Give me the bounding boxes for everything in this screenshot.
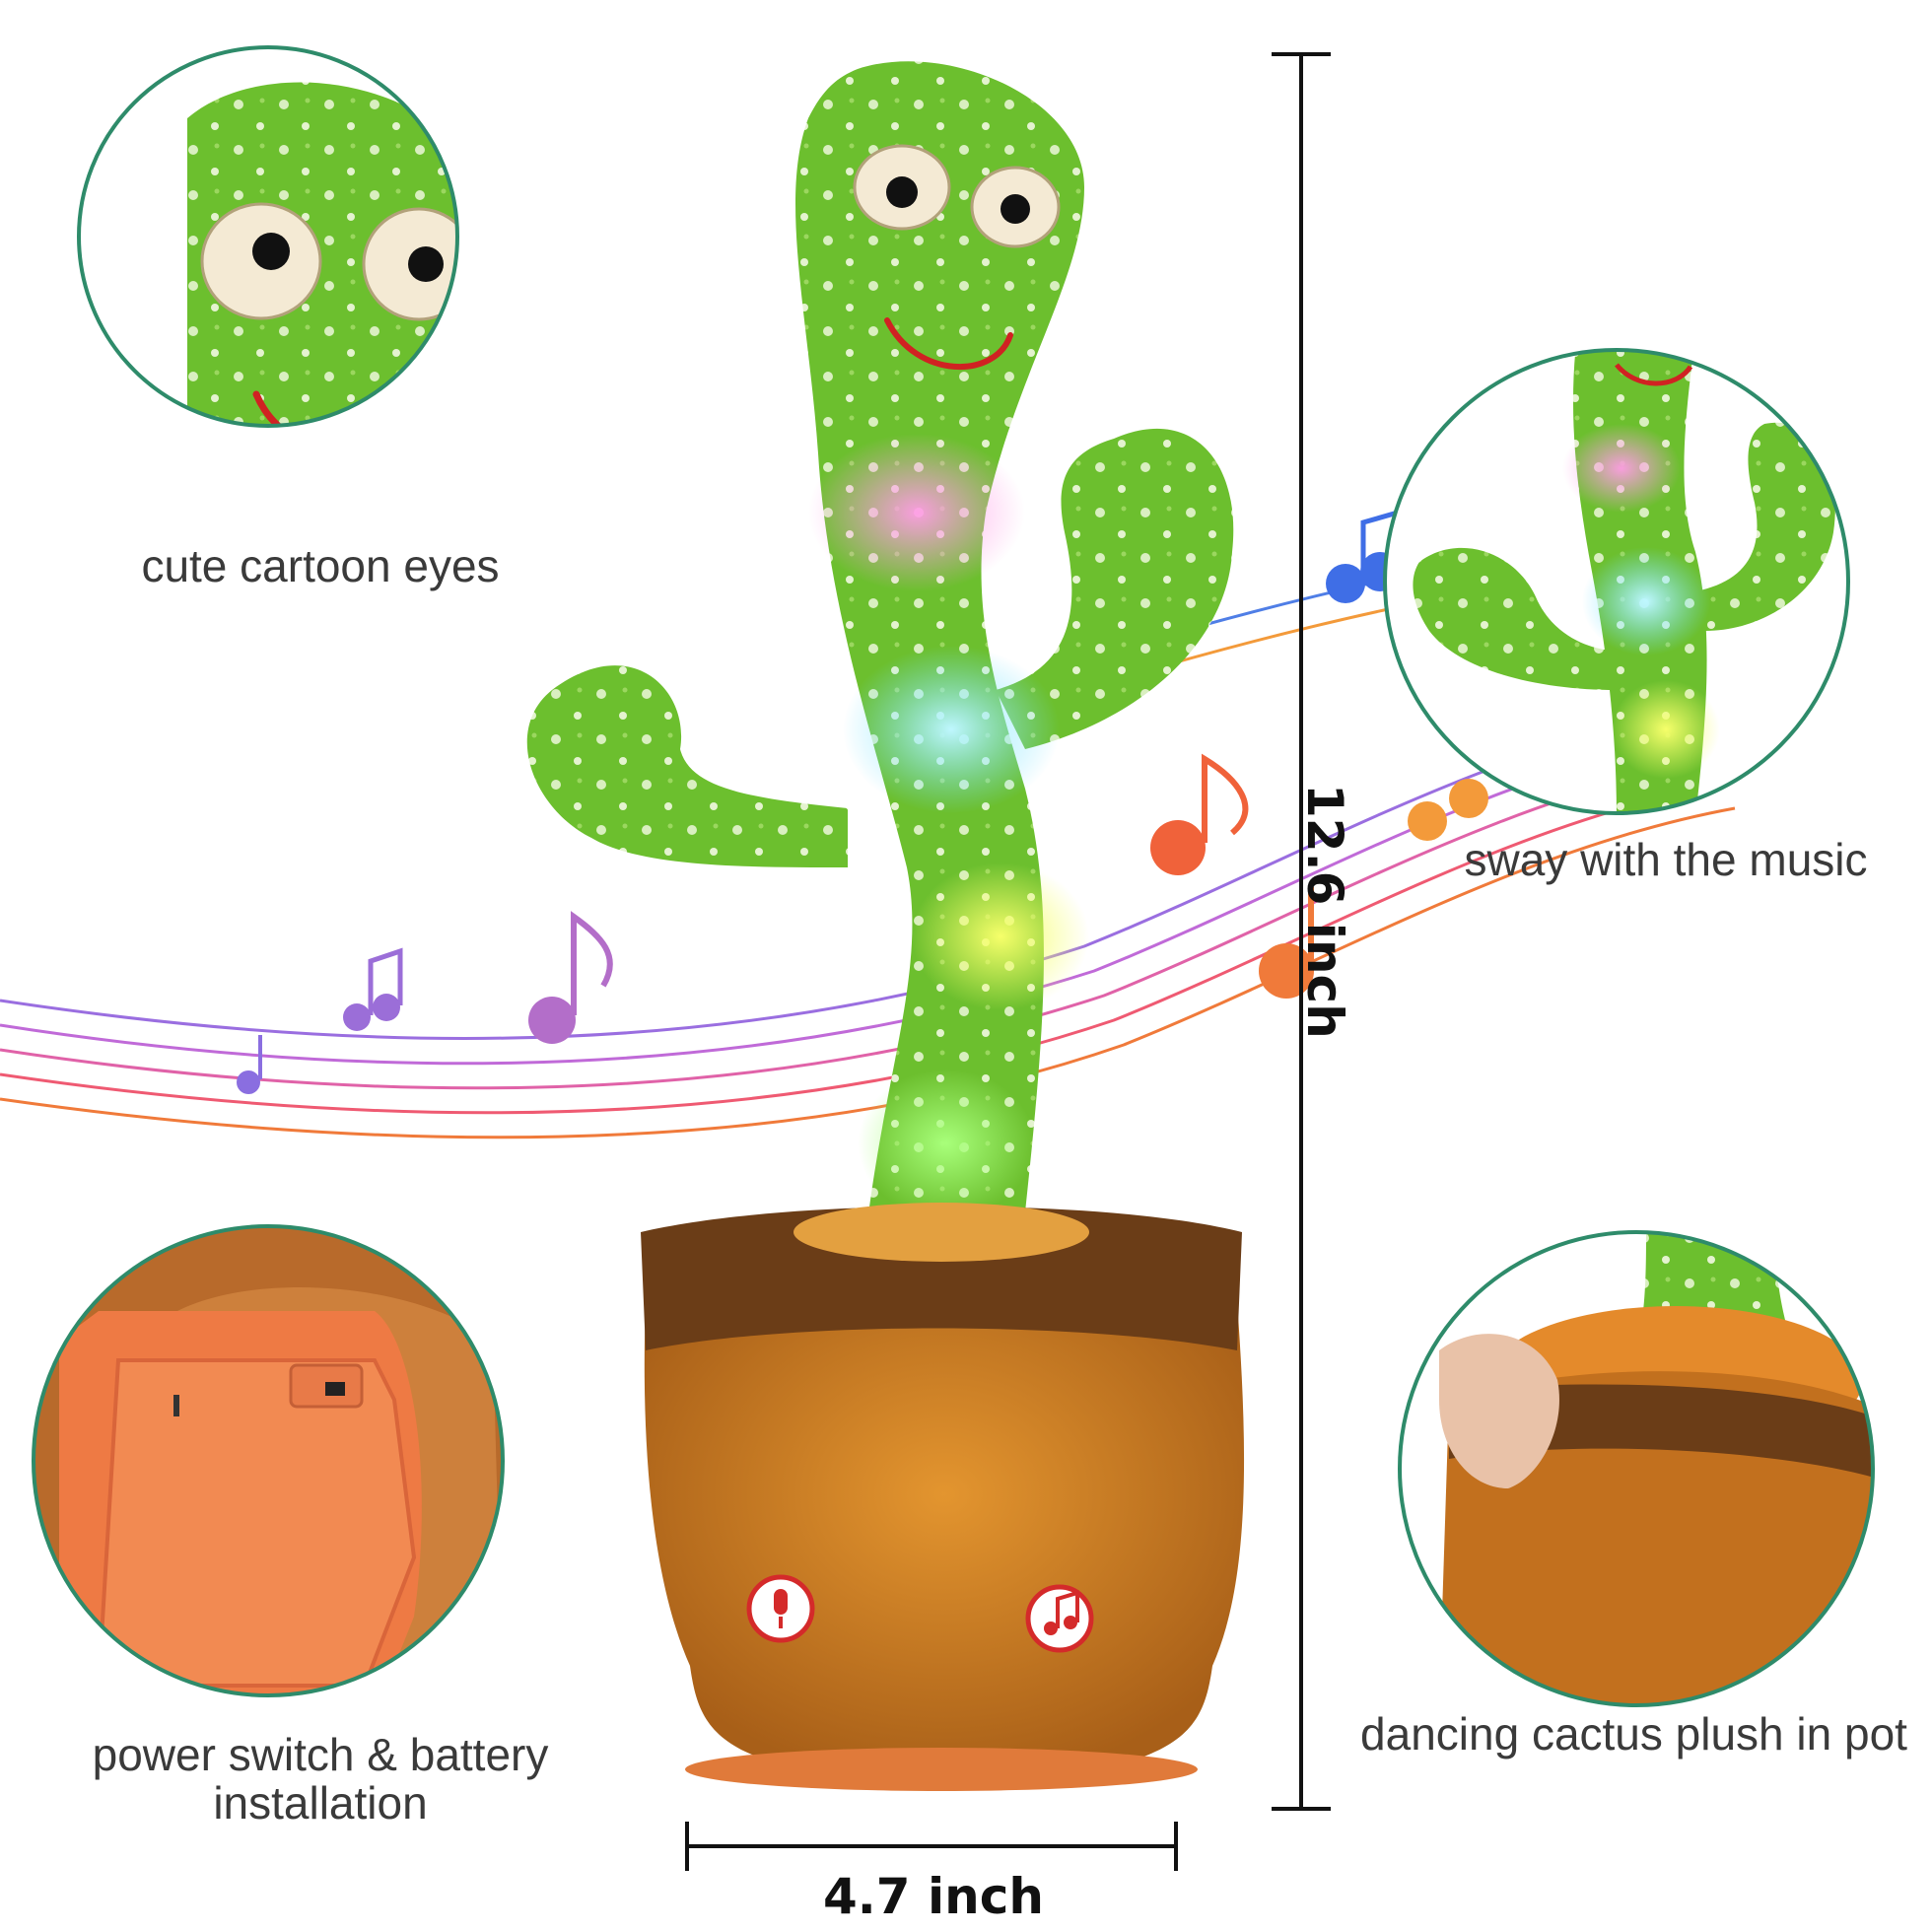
- caption-power-line2: installation: [213, 1777, 428, 1828]
- cactus-plush: [526, 61, 1234, 1222]
- caption-eyes: cute cartoon eyes: [141, 540, 500, 591]
- microphone-icon: [746, 1574, 815, 1643]
- caption-sway: sway with the music: [1464, 834, 1868, 885]
- caption-power-line1: power switch & battery: [92, 1729, 549, 1780]
- music-note-icon: [1025, 1584, 1094, 1653]
- width-label: 4.7 inch: [823, 1868, 1044, 1925]
- closeup-eyes: [77, 45, 459, 428]
- pot: [641, 1203, 1245, 1791]
- width-dimension-line: [685, 1822, 1178, 1871]
- eyes-icon: [853, 144, 1061, 248]
- closeup-battery: [32, 1224, 505, 1697]
- closeup-pot: [1398, 1230, 1875, 1707]
- height-label: 12.6 inch: [1296, 784, 1353, 1039]
- closeup-sway: [1383, 348, 1850, 815]
- caption-plush: dancing cactus plush in pot: [1360, 1708, 1907, 1760]
- height-dimension-line: [1272, 52, 1331, 1811]
